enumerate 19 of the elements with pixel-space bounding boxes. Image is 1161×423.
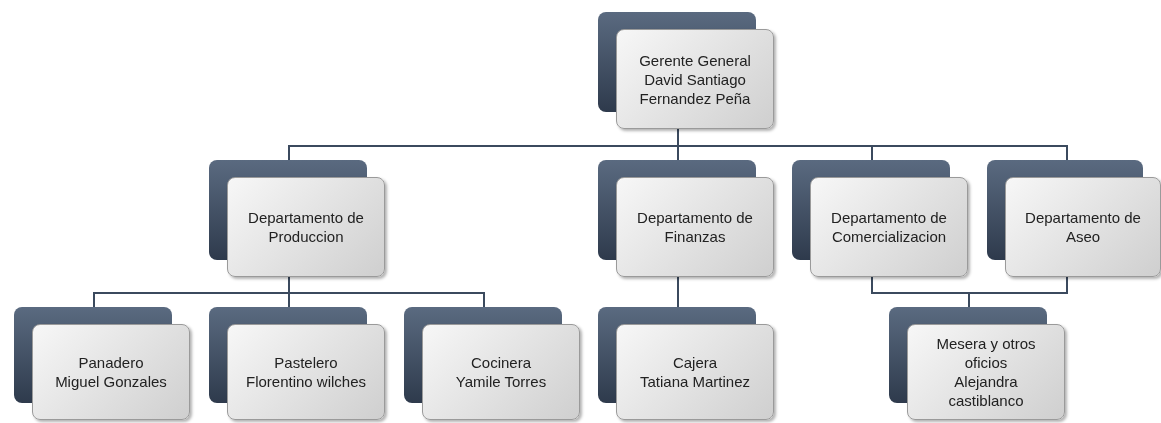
node-text: Mesera y otros oficios <box>935 334 1037 372</box>
node-text: Tatiana Martinez <box>639 372 751 391</box>
connector-line <box>288 276 485 308</box>
node-text: Departamento de Aseo <box>1024 208 1142 246</box>
node-text: Yamile Torres <box>455 372 547 391</box>
node-text: Gerente General <box>639 50 751 70</box>
node-text: Departamento de Finanzas <box>636 208 754 246</box>
node-text: Departamento de Comercializacion <box>830 208 948 246</box>
node-text: David Santiago Fernandez Peña <box>638 69 752 108</box>
node-text: Panadero <box>78 353 144 372</box>
connector-line <box>677 276 679 308</box>
connector-line <box>968 276 1068 308</box>
node-text: Departamento de Produccion <box>247 208 365 246</box>
node-text: Cocinera <box>471 353 531 372</box>
node-text: Florentino wilches <box>245 372 367 391</box>
node-text: Pastelero <box>274 353 338 372</box>
node-text: Miguel Gonzales <box>55 372 167 391</box>
node-text: Alejandra castiblanco <box>947 372 1025 410</box>
node-text: Cajera <box>672 353 718 372</box>
